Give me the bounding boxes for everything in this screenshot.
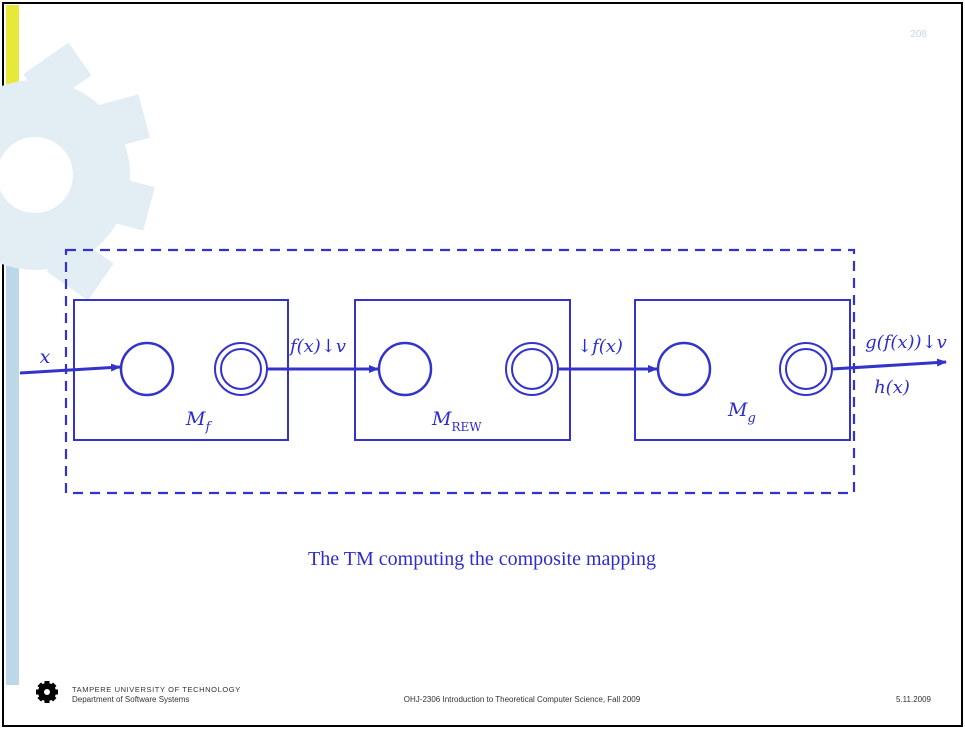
course-title: OHJ-2306 Introduction to Theoretical Com…	[404, 695, 641, 704]
slide-caption: The TM computing the composite mapping	[308, 548, 656, 570]
machine-name-f: M	[185, 408, 206, 430]
accent-bar-blue	[6, 215, 19, 685]
output-label-bottom: h(x)	[874, 377, 910, 398]
slide-date: 5.11.2009	[896, 695, 932, 704]
machine-subscript-rew: REW	[451, 420, 482, 434]
slide-border	[3, 3, 962, 726]
page-number: 208	[910, 29, 927, 40]
machine-name-g: M	[727, 399, 748, 421]
input-label: x	[40, 346, 51, 368]
university-name: TAMPERE UNIVERSITY OF TECHNOLOGY	[72, 685, 241, 694]
university-logo-icon	[36, 681, 58, 703]
edge-label-rew-g: ↓f(x)	[577, 336, 623, 357]
department-name: Department of Software Systems	[72, 695, 189, 704]
machine-subscript-g: g	[747, 411, 755, 426]
edge-label-f-rew: f(x)↓v	[288, 336, 346, 357]
machine-name-rew: M	[431, 408, 452, 430]
output-label-top: g(f(x))↓v	[865, 332, 947, 353]
